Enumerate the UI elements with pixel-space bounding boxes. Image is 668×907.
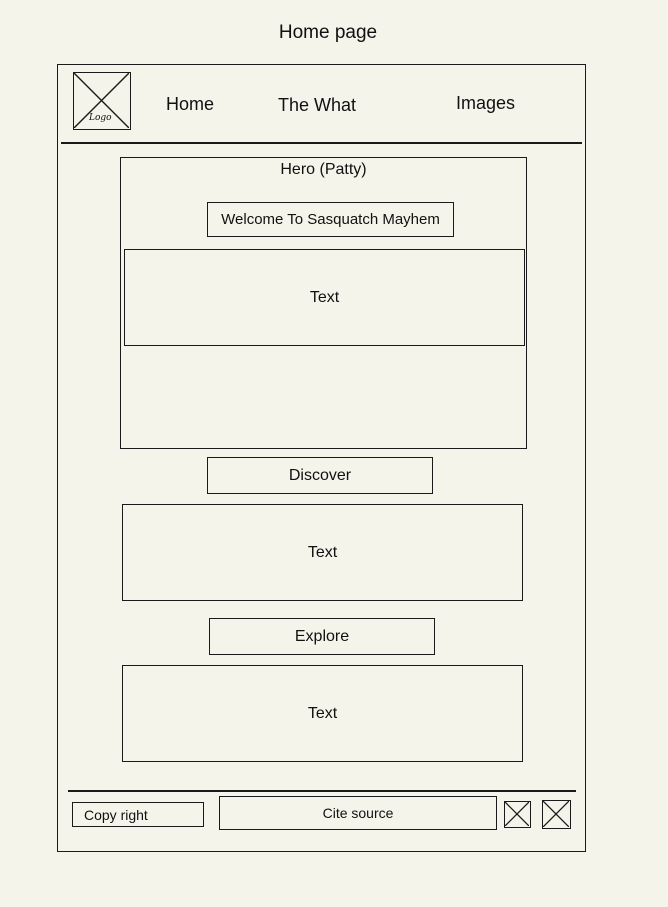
hero-text-block: Text <box>124 249 525 346</box>
discover-button[interactable]: Discover <box>207 457 433 494</box>
social-icon-placeholder-1[interactable] <box>504 801 531 828</box>
page-title: Home page <box>278 22 378 43</box>
explore-text-block: Text <box>122 665 523 762</box>
discover-text-block: Text <box>122 504 523 601</box>
explore-button[interactable]: Explore <box>209 618 435 655</box>
copyright-text: Copy right <box>72 802 204 827</box>
footer-divider <box>68 790 576 792</box>
hero-label: Hero (Patty) <box>280 161 367 178</box>
hero-welcome-heading: Welcome To Sasquatch Mayhem <box>207 202 454 237</box>
nav-item-images[interactable]: Images <box>456 93 516 113</box>
logo-placeholder-icon[interactable] <box>73 72 131 130</box>
logo-text: Logo <box>89 113 112 123</box>
social-icon-placeholder-2[interactable] <box>542 800 571 829</box>
header-divider <box>61 142 582 144</box>
page-frame <box>57 64 586 852</box>
nav-item-the-what[interactable]: The What <box>278 95 357 115</box>
nav-item-home[interactable]: Home <box>166 94 215 114</box>
hero-section <box>120 157 527 449</box>
cite-source-link[interactable]: Cite source <box>219 796 497 830</box>
